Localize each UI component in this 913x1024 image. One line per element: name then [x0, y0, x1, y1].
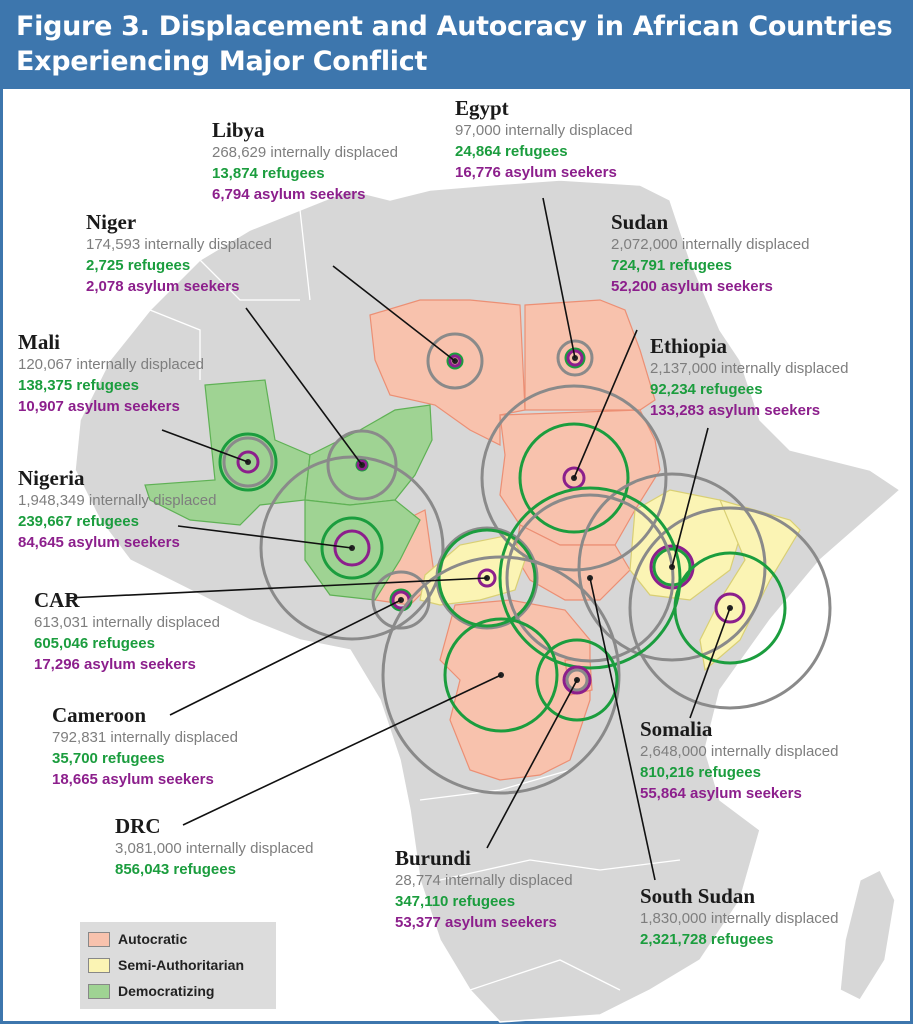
- sudan-circles: [480, 384, 668, 572]
- label-ethiopia: Ethiopia 2,137,000 internally displaced …: [650, 334, 848, 421]
- country-name: Libya: [212, 118, 265, 142]
- mali-circles: [218, 432, 278, 492]
- asylum-seekers-text: 84,645 asylum seekers: [18, 534, 180, 551]
- legend-label: Democratizing: [118, 983, 215, 999]
- libya-shape: [369, 299, 526, 446]
- label-egypt: Egypt 97,000 internally displaced 24,864…: [455, 96, 633, 183]
- label-burundi: Burundi 28,774 internally displaced 347,…: [395, 846, 573, 933]
- car-circles: [435, 526, 539, 630]
- asylum-seekers-text: 2,078 asylum seekers: [86, 278, 240, 295]
- legend-label: Autocratic: [118, 931, 188, 947]
- refugees-text: 856,043 refugees: [115, 861, 236, 878]
- country-name: Ethiopia: [650, 334, 728, 358]
- label-sudan: Sudan 2,072,000 internally displaced 724…: [611, 210, 809, 297]
- figure-title-line-2: Experiencing Major Conflict: [16, 46, 428, 77]
- legend-swatch-democratizing: [88, 984, 110, 999]
- displacement-circles: [218, 332, 832, 795]
- refugees-text: 810,216 refugees: [640, 764, 761, 781]
- internally-displaced-text: 613,031 internally displaced: [34, 614, 220, 631]
- legend-swatch-autocratic: [88, 932, 110, 947]
- label-south-sudan: South Sudan 1,830,000 internally displac…: [640, 884, 838, 950]
- country-name: Niger: [86, 210, 137, 234]
- ethiopia-shape: [629, 489, 746, 601]
- internally-displaced-text: 97,000 internally displaced: [455, 122, 633, 139]
- label-mali: Mali 120,067 internally displaced 138,37…: [18, 330, 204, 417]
- libya-circles: [426, 332, 484, 390]
- country-name: Burundi: [395, 846, 471, 870]
- asylum-seekers-text: 18,665 asylum seekers: [52, 771, 214, 788]
- refugees-text: 138,375 refugees: [18, 377, 139, 394]
- label-niger: Niger 174,593 internally displaced 2,725…: [86, 210, 272, 297]
- label-libya: Libya 268,629 internally displaced 13,87…: [212, 118, 398, 205]
- country-name: DRC: [115, 814, 161, 838]
- country-name: Cameroon: [52, 703, 147, 727]
- country-name: CAR: [34, 588, 80, 612]
- figure-title-line-1: Figure 3. Displacement and Autocracy in …: [16, 11, 893, 42]
- country-borders: [149, 209, 801, 991]
- label-somalia: Somalia 2,648,000 internally displaced 8…: [640, 717, 838, 804]
- asylum-seekers-text: 6,794 asylum seekers: [212, 186, 366, 203]
- internally-displaced-text: 792,831 internally displaced: [52, 729, 238, 746]
- legend-swatch-semi-authoritarian: [88, 958, 110, 973]
- label-cameroon: Cameroon 792,831 internally displaced 35…: [52, 703, 238, 790]
- africa-map: [66, 179, 902, 1023]
- country-name: Sudan: [611, 210, 669, 234]
- egypt-circles: [556, 339, 594, 377]
- burundi-circles: [535, 638, 619, 722]
- internally-displaced-text: 1,948,349 internally displaced: [18, 492, 217, 509]
- country-name: Egypt: [455, 96, 509, 120]
- south-sudan-circles: [498, 486, 682, 670]
- internally-displaced-text: 1,830,000 internally displaced: [640, 910, 839, 927]
- map-legend: Autocratic Semi-Authoritarian Democratiz…: [80, 922, 276, 1009]
- country-name: Somalia: [640, 717, 713, 741]
- legend-label: Semi-Authoritarian: [118, 957, 245, 973]
- asylum-seekers-text: 16,776 asylum seekers: [455, 164, 617, 181]
- country-name: Nigeria: [18, 466, 85, 490]
- leader-lines: [66, 197, 731, 881]
- internally-displaced-text: 120,067 internally displaced: [18, 356, 204, 373]
- drc-shape: [439, 599, 591, 781]
- niger-circles: [326, 429, 398, 501]
- madagascar-landmass: [839, 868, 896, 1001]
- africa-landmass: [74, 179, 902, 1023]
- label-drc: DRC 3,081,000 internally displaced 856,0…: [115, 814, 313, 880]
- refugees-text: 35,700 refugees: [52, 750, 165, 767]
- refugees-text: 605,046 refugees: [34, 635, 155, 652]
- label-nigeria: Nigeria 1,948,349 internally displaced 2…: [18, 466, 216, 553]
- refugees-text: 2,725 refugees: [86, 257, 191, 274]
- asylum-seekers-text: 52,200 asylum seekers: [611, 278, 773, 295]
- semi-authoritarian-countries: [419, 489, 801, 672]
- asylum-seekers-text: 55,864 asylum seekers: [640, 785, 802, 802]
- internally-displaced-text: 268,629 internally displaced: [212, 144, 398, 161]
- refugees-text: 347,110 refugees: [395, 893, 516, 910]
- internally-displaced-text: 2,648,000 internally displaced: [640, 743, 839, 760]
- internally-displaced-text: 174,593 internally displaced: [86, 236, 272, 253]
- refugees-text: 24,864 refugees: [455, 143, 568, 160]
- asylum-seekers-text: 53,377 asylum seekers: [395, 914, 557, 931]
- internally-displaced-text: 2,072,000 internally displaced: [611, 236, 810, 253]
- asylum-seekers-text: 133,283 asylum seekers: [650, 402, 821, 419]
- internally-displaced-text: 28,774 internally displaced: [395, 872, 573, 889]
- somalia-shape: [699, 499, 801, 672]
- internally-displaced-text: 2,137,000 internally displaced: [650, 360, 849, 377]
- somalia-circles: [628, 506, 832, 710]
- asylum-seekers-text: 17,296 asylum seekers: [34, 656, 196, 673]
- internally-displaced-text: 3,081,000 internally displaced: [115, 840, 314, 857]
- refugees-text: 92,234 refugees: [650, 381, 763, 398]
- drc-circles: [381, 555, 621, 795]
- label-car: CAR 613,031 internally displaced 605,046…: [34, 588, 220, 675]
- country-name: South Sudan: [640, 884, 755, 908]
- refugees-text: 13,874 refugees: [212, 165, 325, 182]
- egypt-shape: [524, 299, 656, 411]
- autocratic-countries: [369, 299, 661, 781]
- nigeria-circles: [259, 455, 445, 641]
- asylum-seekers-text: 10,907 asylum seekers: [18, 398, 180, 415]
- country-name: Mali: [18, 330, 60, 354]
- figure-header: Figure 3. Displacement and Autocracy in …: [3, 3, 910, 89]
- refugees-text: 239,667 refugees: [18, 513, 139, 530]
- refugees-text: 2,321,728 refugees: [640, 931, 774, 948]
- refugees-text: 724,791 refugees: [611, 257, 732, 274]
